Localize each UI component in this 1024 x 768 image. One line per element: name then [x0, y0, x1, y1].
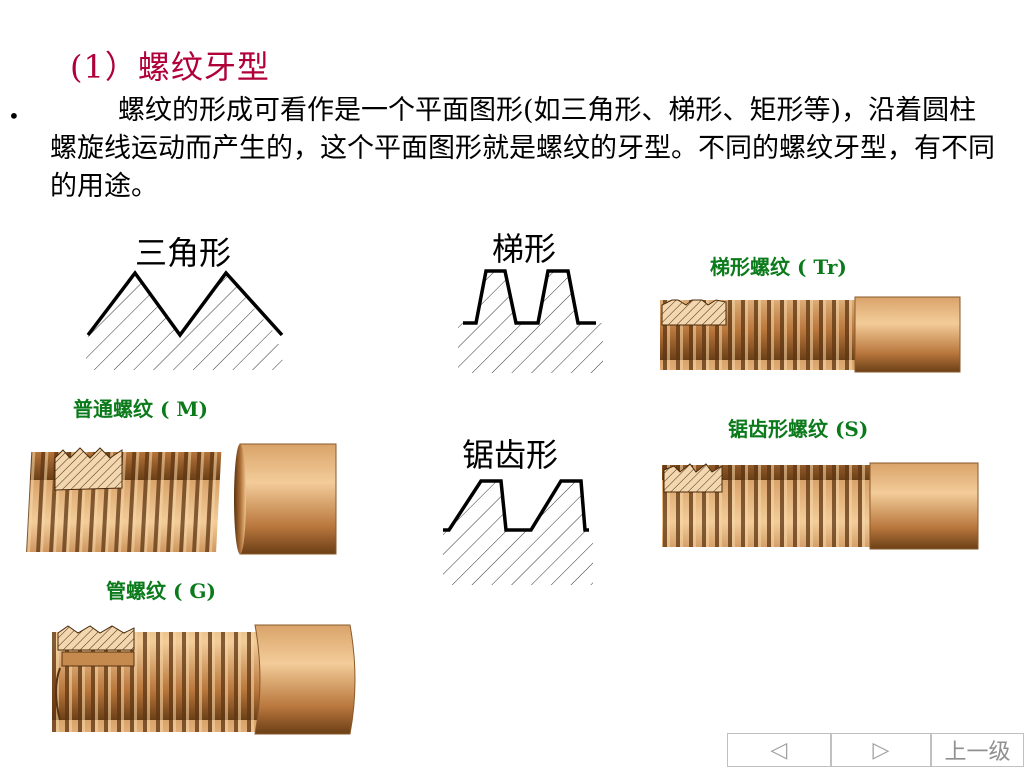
intro-paragraph-text: 螺纹的形成可看作是一个平面图形(如三角形、梯形、矩形等)，沿着圆柱螺旋线运动而产…	[50, 95, 995, 202]
label-pipe-thread: 管螺纹 ( G)	[106, 579, 216, 603]
next-button[interactable]: ▷	[831, 733, 931, 767]
sawtooth-profile-diagram	[443, 479, 593, 585]
label-buttress-thread: 锯齿形螺纹 (S)	[728, 417, 869, 441]
trapezoidal-thread-image	[660, 296, 961, 373]
triangle-profile-diagram	[85, 270, 285, 370]
trapezoid-profile-diagram	[458, 269, 603, 373]
pipe-thread-image	[52, 624, 356, 735]
bullet-marker: •	[8, 104, 20, 128]
label-triangle: 三角形	[135, 234, 232, 272]
prev-arrow-icon: ◁	[770, 737, 788, 763]
intro-paragraph: 螺纹的形成可看作是一个平面图形(如三角形、梯形、矩形等)，沿着圆柱螺旋线运动而产…	[50, 92, 1000, 206]
up-level-label: 上一级	[944, 740, 1011, 765]
buttress-thread-image	[662, 462, 979, 550]
up-level-button[interactable]: 上一级	[931, 733, 1024, 767]
metric-thread-image	[26, 443, 337, 555]
next-arrow-icon: ▷	[872, 737, 890, 763]
label-sawtooth: 锯齿形	[462, 436, 559, 474]
label-trapezoidal-thread: 梯形螺纹 ( Tr)	[710, 255, 847, 279]
prev-button[interactable]: ◁	[727, 733, 831, 767]
label-trapezoid: 梯形	[492, 230, 557, 268]
label-metric-thread: 普通螺纹 ( M)	[73, 397, 208, 421]
slide-title: (1）螺纹牙型	[70, 48, 270, 86]
